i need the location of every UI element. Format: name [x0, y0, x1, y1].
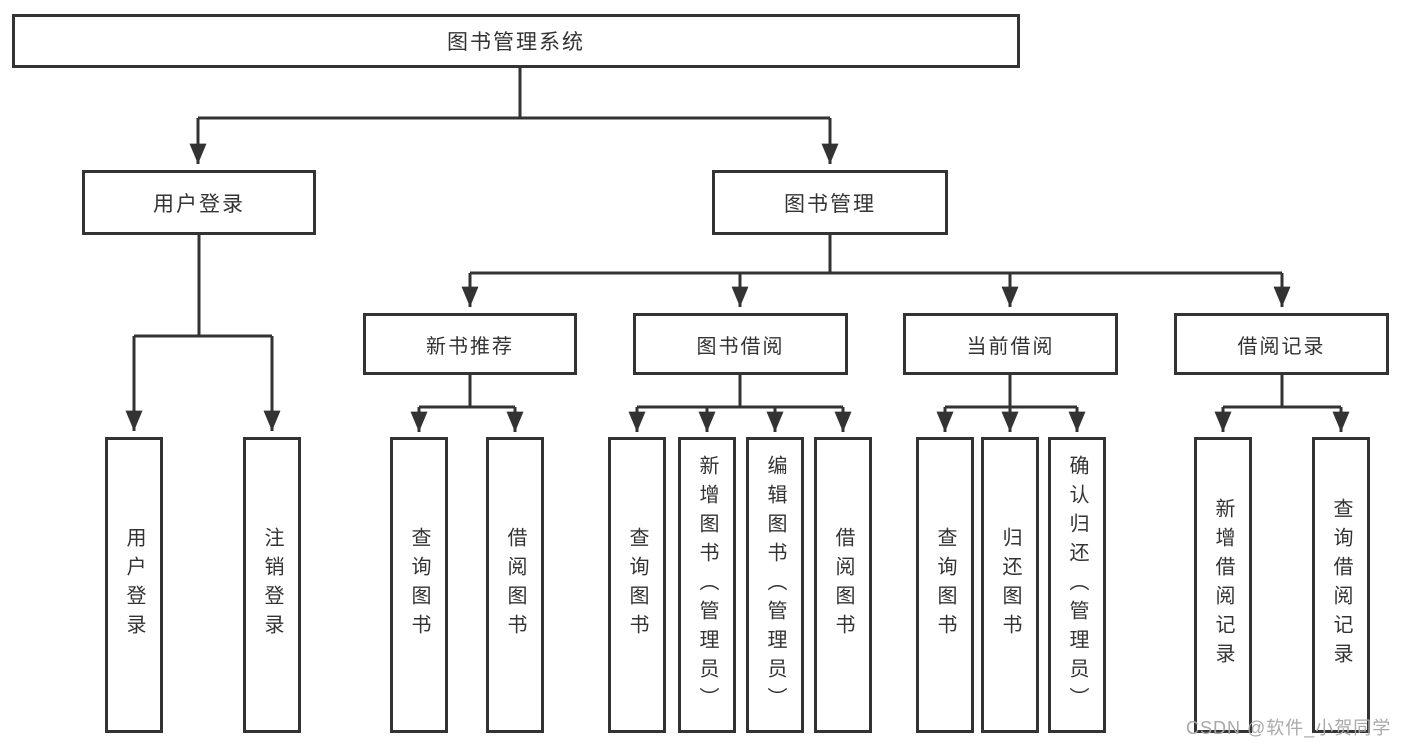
leaf-label: 新增借阅记录: [1212, 498, 1234, 672]
leaf-label: 用户登录: [123, 527, 145, 643]
leaf-label: 查询图书: [934, 527, 956, 643]
leaf-label: 归还图书: [999, 527, 1021, 643]
node-book-borrow: 图书借阅: [633, 313, 848, 375]
leaf-query-books-borrow: 查询图书: [608, 437, 666, 733]
leaf-return-books: 归还图书: [981, 437, 1039, 733]
leaf-label: 编辑图书（管理员）: [764, 454, 786, 716]
connector-new-books-to-leaves: [410, 375, 524, 432]
leaf-label: 查询图书: [408, 527, 430, 643]
leaf-label: 确认归还（管理员）: [1066, 454, 1088, 716]
leaf-add-borrow-record: 新增借阅记录: [1194, 437, 1252, 733]
leaf-user-login: 用户登录: [105, 437, 163, 733]
leaf-logout: 注销登录: [243, 437, 301, 733]
csdn-watermark: CSDN @软件_小贺同学: [1186, 718, 1392, 738]
leaf-add-books-admin: 新增图书（管理员）: [678, 437, 736, 733]
connector-user-login-to-leaves: [125, 235, 281, 431]
leaf-query-books-recommend: 查询图书: [390, 437, 448, 733]
leaf-label: 注销登录: [261, 527, 283, 643]
leaf-borrow-books-recommend: 借阅图书: [486, 437, 544, 733]
connector-borrow-records-to-leaves: [1214, 375, 1350, 432]
connector-book-mgmt-to-level3: [461, 235, 1291, 307]
node-user-login-branch: 用户登录: [82, 170, 316, 235]
leaf-confirm-return-admin: 确认归还（管理员）: [1048, 437, 1106, 733]
leaf-borrow-books: 借阅图书: [814, 437, 872, 733]
node-borrow-records: 借阅记录: [1174, 313, 1389, 375]
connector-root-to-level2: [189, 67, 839, 165]
connector-current-borrow-to-leaves: [936, 375, 1086, 432]
node-root-system: 图书管理系统: [12, 14, 1020, 68]
leaf-query-books-current: 查询图书: [916, 437, 974, 733]
connector-book-borrow-to-leaves: [628, 375, 852, 432]
node-current-borrow: 当前借阅: [903, 313, 1118, 375]
node-book-management-branch: 图书管理: [712, 170, 948, 235]
node-new-book-recommend: 新书推荐: [363, 313, 577, 375]
leaf-label: 查询图书: [626, 527, 648, 643]
leaf-label: 借阅图书: [832, 527, 854, 643]
leaf-label: 借阅图书: [504, 527, 526, 643]
leaf-edit-books-admin: 编辑图书（管理员）: [746, 437, 804, 733]
leaf-query-borrow-record: 查询借阅记录: [1312, 437, 1370, 733]
leaf-label: 查询借阅记录: [1330, 498, 1352, 672]
leaf-label: 新增图书（管理员）: [696, 454, 718, 716]
